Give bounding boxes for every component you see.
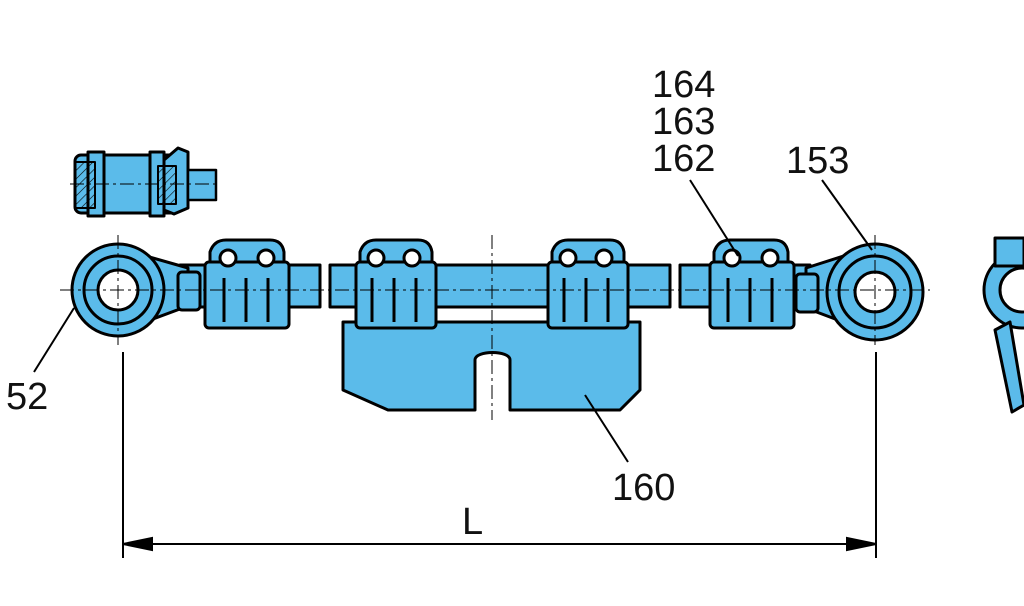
- clamp-left: [203, 238, 291, 330]
- clamp-right: [708, 238, 796, 330]
- label-160: 160: [612, 467, 675, 509]
- label-153: 153: [786, 140, 849, 182]
- leader-lines: [33, 179, 873, 463]
- label-164: 164: [652, 64, 715, 106]
- clamp-center-left: [354, 238, 438, 330]
- label-162: 162: [652, 138, 715, 180]
- right-rod-end-153: [794, 242, 925, 342]
- center-lines: [60, 183, 930, 420]
- label-dimension-l: L: [462, 501, 483, 543]
- dimension-l: [122, 352, 877, 558]
- label-163: 163: [652, 101, 715, 143]
- sleeve-detail-view: [73, 146, 218, 218]
- label-52: 52: [6, 376, 48, 418]
- partial-rod-end-view: [982, 236, 1024, 414]
- clamp-center-right: [546, 238, 630, 330]
- bracket-160: [341, 320, 642, 412]
